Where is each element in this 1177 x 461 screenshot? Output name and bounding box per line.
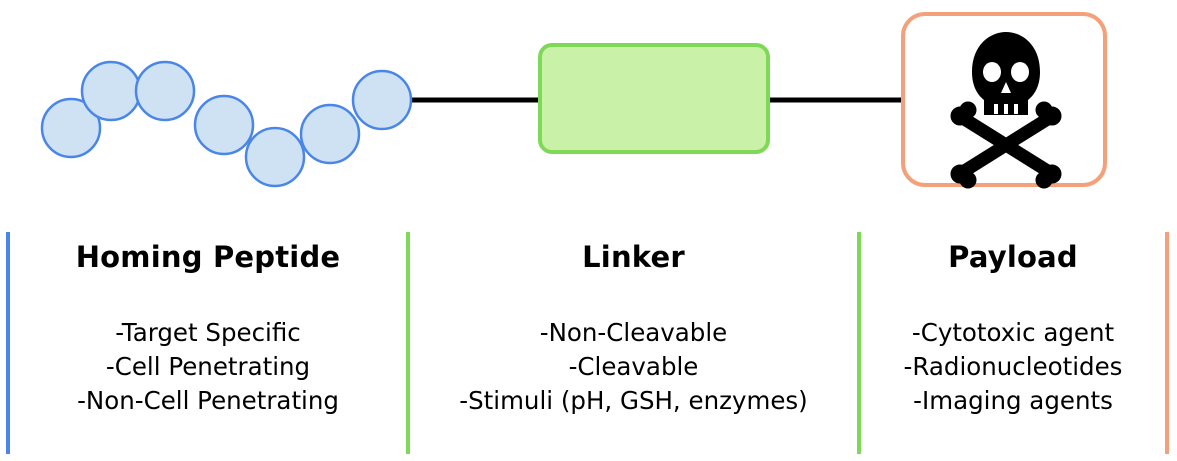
peptide-chain [40,60,413,188]
divider-payload-left [857,232,861,454]
divider-linker-left [406,232,410,454]
skull-and-crossbones-icon [950,32,1062,189]
column-title: Homing Peptide [75,240,341,274]
column-item: -Imaging agents [913,386,1113,415]
column-payload: Payload -Cytotoxic agent -Radionucleotid… [861,230,1165,455]
column-title: Payload [948,240,1078,274]
peptide-bead [80,60,142,122]
peptide-bead [40,97,102,159]
peptide-bead [244,126,306,188]
column-item: -Cell Penetrating [105,352,311,381]
column-item: -Stimuli (pH, GSH, enzymes) [459,386,808,415]
linker-box [538,43,770,154]
column-item: -Cytotoxic agent [911,318,1115,347]
conjugate-diagram [40,12,1107,189]
column-title: Linker [582,240,685,274]
column-items: -Non-Cleavable -Cleavable -Stimuli (pH, … [410,316,857,418]
peptide-bead [193,94,255,156]
divider-peptide-left [6,232,10,454]
column-item: -Radionucleotides [903,352,1123,381]
column-item: -Non-Cleavable [539,318,728,347]
column-items: -Target Specific -Cell Penetrating -Non-… [10,316,406,418]
column-item: -Non-Cell Penetrating [77,386,339,415]
column-item: -Target Specific [115,318,301,347]
peptide-bead [134,60,196,122]
peptide-bead [299,103,361,165]
peptide-bead [351,69,413,131]
divider-payload-right [1165,232,1169,454]
column-items: -Cytotoxic agent -Radionucleotides -Imag… [861,316,1165,418]
column-homing-peptide: Homing Peptide -Target Specific -Cell Pe… [10,230,406,455]
column-item: -Cleavable [568,352,699,381]
column-linker: Linker -Non-Cleavable -Cleavable -Stimul… [410,230,857,455]
